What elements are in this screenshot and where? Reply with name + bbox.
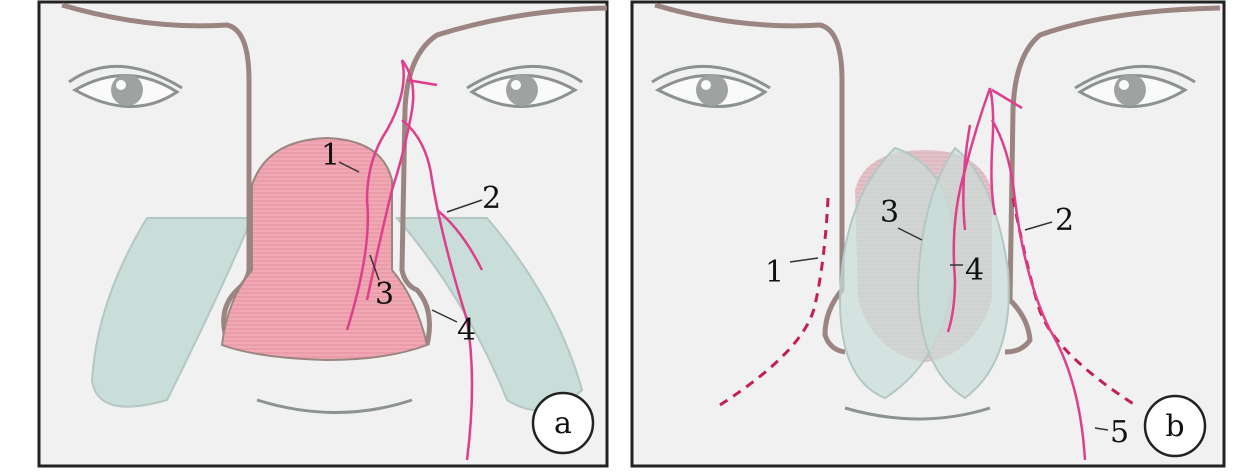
panel-a: 1 2 3 4 a: [37, 0, 609, 468]
label-2: 2: [482, 181, 501, 216]
label-3: 3: [375, 277, 394, 312]
left-eye-icon: [68, 65, 183, 108]
label-1: 1: [321, 138, 340, 173]
vessels: [946, 87, 1087, 461]
svg-text:b: b: [1165, 409, 1184, 444]
label-3: 3: [880, 195, 899, 230]
leader-lines: [338, 161, 483, 323]
paramedian-flap: [220, 136, 429, 362]
labels: 1 2 3 4 5: [765, 195, 1129, 450]
badge-b: b: [1143, 394, 1207, 458]
panel-b-diagram: 1 2 3 4 5 b: [630, 0, 1226, 468]
panel-b: 1 2 3 4 5 b: [630, 0, 1226, 468]
label-1: 1: [765, 255, 784, 290]
label-2: 2: [1055, 203, 1074, 238]
vessels: [345, 59, 484, 461]
nose-right-contour: [399, 5, 608, 346]
badge-a: a: [531, 391, 595, 455]
nose-left-contour: [61, 2, 252, 341]
right-cartilage-graft: [916, 146, 1010, 400]
label-4: 4: [965, 253, 984, 288]
panel-a-diagram: 1 2 3 4 a: [37, 0, 609, 468]
right-eye-icon: [1074, 65, 1196, 108]
left-alar-cartilage: [90, 217, 254, 408]
nose-right-contour: [1004, 5, 1221, 355]
label-4: 4: [457, 313, 476, 348]
right-eye-icon: [466, 65, 583, 108]
nose-left-contour: [654, 2, 846, 355]
left-eye-icon: [651, 65, 771, 108]
label-5: 5: [1110, 415, 1129, 450]
leader-lines: [789, 221, 1109, 431]
lip-line: [256, 398, 413, 414]
lip-line: [844, 406, 991, 421]
svg-text:a: a: [554, 406, 572, 441]
labels: 1 2 3 4: [321, 138, 501, 348]
